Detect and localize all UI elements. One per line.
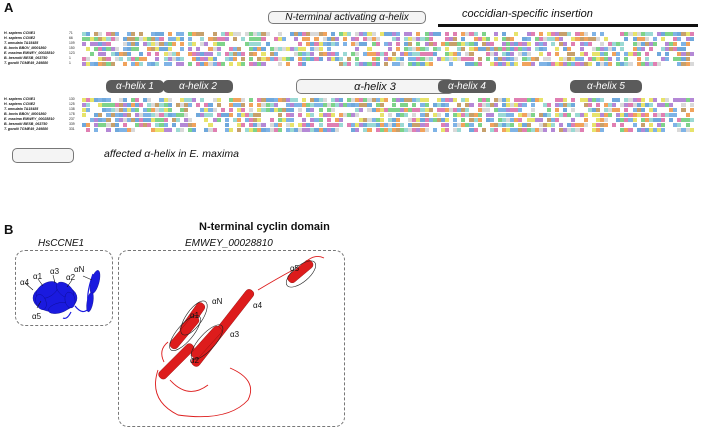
sequence-row [82, 36, 694, 41]
sequence-row [82, 46, 694, 51]
sequence-row [82, 97, 694, 102]
left-label-a3: α3 [50, 267, 60, 276]
coccidian-insertion-label: coccidian-specific insertion [462, 8, 593, 20]
species-label: T. annulata TA15485 [4, 41, 39, 45]
sequence-row [82, 122, 694, 127]
species-label: B. besnoiti BESB_063750 [4, 56, 48, 60]
emwey-structure-image [155, 255, 325, 418]
sequence-row [82, 61, 694, 66]
right-structure-title: EMWEY_00028810 [185, 238, 273, 249]
species-label: E. maxima EMWEY_00028810 [4, 51, 55, 55]
left-label-a4: α4 [20, 278, 30, 287]
panel-a-letter: A [4, 0, 14, 15]
legend-swatch [12, 148, 74, 163]
sequence-row [82, 51, 694, 56]
left-label-a1: α1 [33, 272, 43, 281]
right-structure-box [118, 250, 345, 427]
panel-b-letter: B [4, 222, 14, 237]
nterm-helix-label: N-terminal activating α-helix [268, 11, 426, 24]
right-label-aN: αN [212, 297, 223, 306]
sequence-row [82, 117, 694, 122]
species-label: H. sapiens CCNE2 [4, 102, 36, 106]
helix-5-label: α-helix 5 [570, 80, 642, 93]
sequence-row [82, 112, 694, 117]
helix-3-label: α-helix 3 [296, 79, 454, 94]
section-title: N-terminal cyclin domain [199, 221, 330, 233]
species-label: E. maxima EMWEY_00028810 [4, 117, 55, 121]
legend-text: affected α-helix in E. maxima [104, 148, 239, 160]
sequence-row [82, 56, 694, 61]
species-label: H. sapiens CCNE1 [4, 97, 36, 101]
species-label: B. bovis BBOV_III001860 [4, 112, 47, 116]
left-structure-title: HsCCNE1 [38, 238, 85, 249]
species-label: T. gondii TGME49_249880 [4, 61, 49, 65]
left-label-a5: α5 [32, 312, 42, 321]
right-label-a5: α5 [290, 264, 300, 273]
species-label: H. sapiens CCNE1 [4, 31, 36, 35]
left-label-aN: αN [74, 265, 85, 274]
sequence-row [82, 127, 694, 132]
helix-2-label: α-helix 2 [163, 80, 233, 93]
species-label: T. gondii TGME49_249880 [4, 127, 49, 131]
sequence-row [82, 31, 694, 36]
left-structure-box [15, 250, 113, 326]
sequence-row [82, 41, 694, 46]
species-label: T. annulata TA15485 [4, 107, 39, 111]
sequence-row [82, 102, 694, 107]
right-label-a1: α1 [190, 311, 200, 320]
species-label: B. besnoiti BESB_063750 [4, 122, 48, 126]
coccidian-insertion-bar [438, 24, 698, 27]
species-label: B. bovis BBOV_III001860 [4, 46, 47, 50]
left-label-a2: α2 [66, 273, 76, 282]
right-label-a3: α3 [230, 330, 240, 339]
helix-4-label: α-helix 4 [438, 80, 496, 93]
species-label: H. sapiens CCNE2 [4, 36, 36, 40]
right-label-a2: α2 [190, 356, 200, 365]
sequence-row [82, 107, 694, 112]
right-label-a4: α4 [253, 301, 263, 310]
hsccne1-structure-image [24, 270, 101, 319]
helix-1-label: α-helix 1 [106, 80, 164, 93]
